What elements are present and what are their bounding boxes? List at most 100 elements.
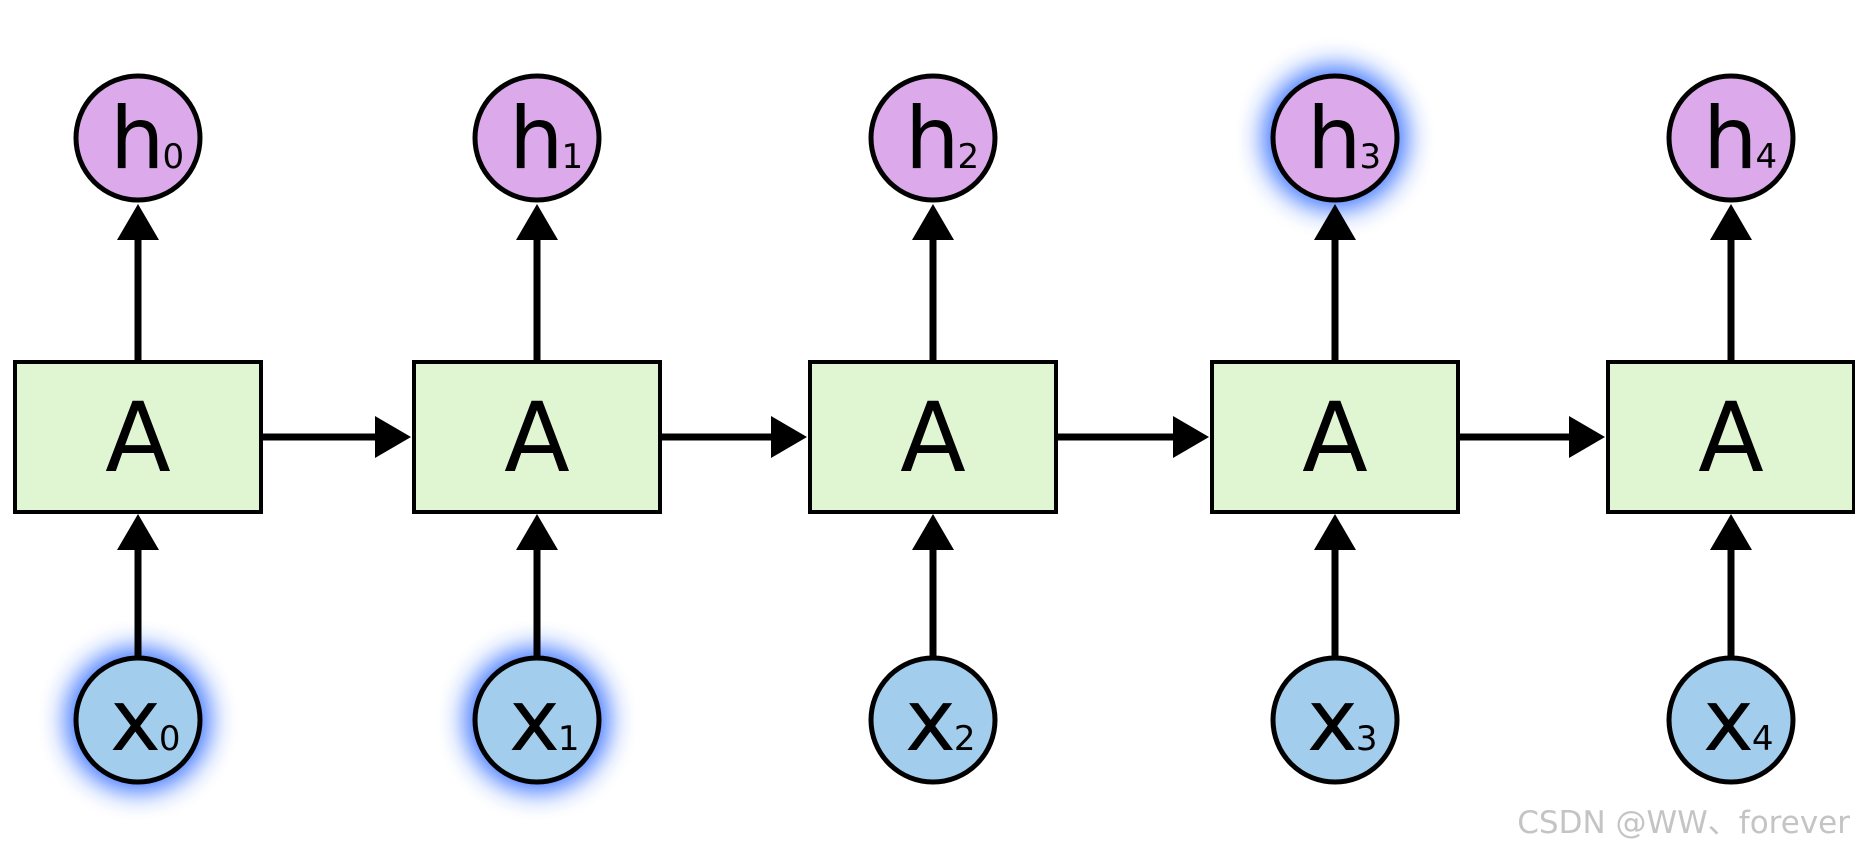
output-arrow (516, 204, 558, 362)
input-node: x3 (1270, 655, 1400, 785)
rnn-cell: A (412, 360, 662, 514)
arrowhead-icon (1710, 204, 1752, 240)
node-circle (1270, 655, 1400, 785)
output-node: h4 (1666, 73, 1796, 203)
arrowhead-icon (771, 416, 807, 458)
node-label: x1 (509, 671, 580, 771)
node-subscript: 1 (562, 137, 584, 177)
recurrent-arrow (662, 416, 807, 458)
arrowhead-icon (1710, 514, 1752, 550)
node-letter: h (1703, 89, 1758, 189)
rnn-cell: A (13, 360, 263, 514)
watermark-text: CSDN @WW、forever (1517, 805, 1850, 841)
node-label: x3 (1307, 671, 1378, 771)
node-label: h2 (905, 89, 979, 189)
highlight-glows (66, 66, 1407, 792)
arrowhead-icon (117, 204, 159, 240)
output-node: h1 (472, 73, 602, 203)
node-subscript: 1 (558, 719, 580, 759)
node-circle (1666, 73, 1796, 203)
cell-box (808, 360, 1058, 514)
arrowhead-icon (912, 204, 954, 240)
node-circle (472, 73, 602, 203)
arrowhead-icon (912, 514, 954, 550)
recurrent-arrow (263, 416, 411, 458)
node-subscript: 0 (159, 719, 181, 759)
node-circle (472, 655, 602, 785)
recurrent-arrow (1058, 416, 1209, 458)
node-subscript: 3 (1360, 137, 1382, 177)
input-arrow (117, 514, 159, 658)
node-circle (1666, 655, 1796, 785)
node-letter: h (110, 89, 165, 189)
output-arrow (117, 204, 159, 362)
node-circle (868, 655, 998, 785)
input-arrow (516, 514, 558, 658)
node-subscript: 4 (1756, 137, 1778, 177)
cell-box (1210, 360, 1460, 514)
cell-label: A (1302, 382, 1368, 494)
input-arrow (912, 514, 954, 658)
node-subscript: 3 (1356, 719, 1378, 759)
node-label: h3 (1307, 89, 1381, 189)
arrowhead-icon (117, 514, 159, 550)
node-letter: x (1307, 671, 1358, 771)
node-label: h0 (110, 89, 184, 189)
arrowhead-icon (1173, 416, 1209, 458)
input-arrow (1710, 514, 1752, 658)
node-subscript: 2 (958, 137, 980, 177)
node-subscript: 0 (163, 137, 185, 177)
node-label: x0 (110, 671, 181, 771)
arrowhead-icon (1314, 204, 1356, 240)
output-arrow (912, 204, 954, 362)
arrowhead-icon (516, 204, 558, 240)
arrowhead-icon (516, 514, 558, 550)
node-letter: x (1703, 671, 1754, 771)
node-subscript: 2 (954, 719, 976, 759)
input-node: x1 (472, 655, 602, 785)
node-circle (73, 73, 203, 203)
cell-box (1606, 360, 1855, 514)
arrowhead-icon (375, 416, 411, 458)
input-node: x2 (868, 655, 998, 785)
node-letter: h (509, 89, 564, 189)
node-label: x4 (1703, 671, 1774, 771)
output-arrow (1710, 204, 1752, 362)
rnn-cell: A (1210, 360, 1460, 514)
node-circle (73, 655, 203, 785)
cell-label: A (1698, 382, 1764, 494)
input-node: x0 (73, 655, 203, 785)
node-letter: h (1307, 89, 1362, 189)
node-circle (868, 73, 998, 203)
cell-box (13, 360, 263, 514)
cell-box (412, 360, 662, 514)
output-node: h0 (73, 73, 203, 203)
input-arrow (1314, 514, 1356, 658)
cell-label: A (105, 382, 171, 494)
output-node: h2 (868, 73, 998, 203)
node-letter: x (110, 671, 161, 771)
cell-label: A (900, 382, 966, 494)
node-label: x2 (905, 671, 976, 771)
output-arrow (1314, 204, 1356, 362)
node-label: h1 (509, 89, 583, 189)
rnn-cell: A (1606, 360, 1855, 514)
cell-label: A (504, 382, 570, 494)
node-letter: x (905, 671, 956, 771)
node-circle (1270, 73, 1400, 203)
arrowhead-icon (1569, 416, 1605, 458)
arrowhead-icon (1314, 514, 1356, 550)
rnn-cell: A (808, 360, 1058, 514)
input-node: x4 (1666, 655, 1796, 785)
node-subscript: 4 (1752, 719, 1774, 759)
node-label: h4 (1703, 89, 1777, 189)
node-letter: h (905, 89, 960, 189)
node-letter: x (509, 671, 560, 771)
recurrent-arrow (1460, 416, 1605, 458)
edges (117, 204, 1752, 658)
output-node: h3 (1270, 73, 1400, 203)
